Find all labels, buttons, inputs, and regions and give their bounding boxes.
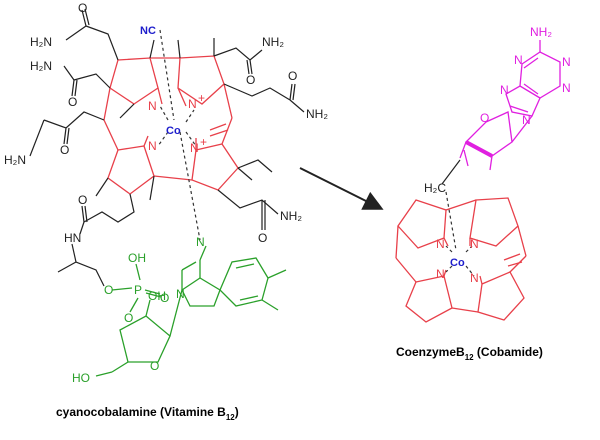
oxygen-label: O [288,69,297,83]
cobamide-coordination [445,191,475,277]
oxygen-label: O [60,143,69,157]
nitrogen-label: N [436,237,445,251]
amine-nh2-label: NH₂ [530,25,552,39]
oxygen-label: O [104,283,113,297]
cobalt-label: Co [166,125,181,137]
oxygen-label: O [258,231,267,245]
nitrogen-label: N [500,83,509,97]
phosphorus-label: P [134,283,142,297]
oxygen-label: O [160,291,169,305]
oxygen-label: O [124,311,133,325]
amide-nh2-label: NH₂ [306,107,328,121]
oxygen-label: O [150,359,159,373]
phosphate-oh-label: OH [128,251,146,265]
nitrogen-label: N [522,113,531,127]
nitrogen-label: N [196,235,205,249]
reaction-arrow [299,167,384,210]
ribose-ho-label: HO [72,371,90,385]
amide-nh2-label: NH₂ [262,35,284,49]
amide-h2n-label: H₂N [4,153,26,167]
oxygen-label: O [480,111,489,125]
plus-sign: + [200,135,207,149]
ch2-bond [441,159,461,185]
nitrogen-label: N [514,53,523,67]
ribose-oh-label: OH [148,289,166,303]
amide-nh2-label: NH₂ [280,209,302,223]
plus-sign: + [198,91,205,105]
amide-h2n-label: H₂N [30,59,52,73]
right-caption: CoenzymeB12 (Cobamide) [396,345,543,362]
nitrogen-label: N [562,55,571,69]
cyano-label: NC [140,25,156,37]
amide-h2n-label: H₂N [30,35,52,49]
nucleotide-loop [95,245,287,377]
left-caption: cyanocobalamine (Vitamine B12) [56,405,239,422]
nitrogen-label: N [470,237,479,251]
cobamide-corrin-ring [395,197,527,323]
ch2-label: H₂C [424,181,446,195]
nitrogen-label: N [148,139,157,153]
adenosyl-group [459,40,561,171]
ribose-wedge-bond [465,140,493,158]
cobalt-label: Co [450,257,465,269]
coenzyme-b12-structure: NH₂ N N N N N O H₂C Co N N N N CoenzymeB… [395,25,571,362]
nitrogen-plus-label: N [188,97,197,111]
nitrogen-label: N [562,81,571,95]
oxygen-label: O [246,73,255,87]
nitrogen-label: N [470,271,479,285]
nitrogen-label: N [176,287,185,301]
nitrogen-plus-label: N [190,141,199,155]
oxygen-label: O [78,193,87,207]
oxygen-label: O [68,95,77,109]
nitrogen-label: N [148,99,157,113]
cobalt-coordination [157,29,201,241]
cyanocobalamin-structure: NC Co N N + N N + H₂N H₂N O O O NH₂ O NH… [4,1,328,422]
oxygen-label: O [78,1,87,15]
side-chains [29,8,305,287]
nitrogen-label: N [436,267,445,281]
corrin-ring [103,55,239,195]
amide-nh-label: HN [64,231,81,245]
